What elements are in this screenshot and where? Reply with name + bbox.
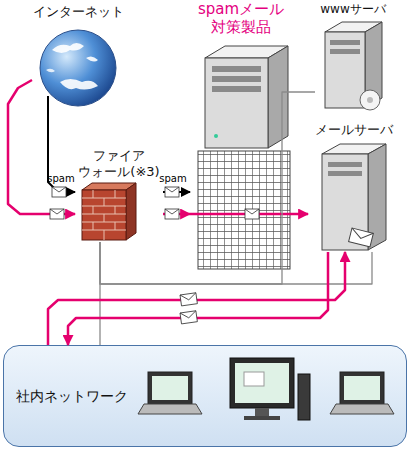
spam-flow-arrow xyxy=(48,96,75,192)
laptop-icon xyxy=(340,372,384,404)
envelope-icon xyxy=(165,187,179,192)
laptop-icon xyxy=(152,376,188,400)
spam-server-icon xyxy=(214,134,218,138)
firewall-icon xyxy=(82,190,126,240)
envelope-icon xyxy=(50,209,64,219)
web-server-icon xyxy=(367,97,373,103)
web-server-icon xyxy=(360,90,380,110)
spam-server-icon xyxy=(205,58,268,148)
edge-label: spam xyxy=(159,174,186,184)
spam-server-icon xyxy=(212,66,261,72)
web-server-icon xyxy=(330,49,360,54)
node-label: ファイア ウォール(※3) xyxy=(75,148,163,179)
laptop-icon xyxy=(148,372,192,404)
mail-flow-arrow xyxy=(292,213,308,216)
filter-mesh xyxy=(198,151,290,269)
filter-mesh xyxy=(190,151,292,269)
globe-icon xyxy=(52,43,84,53)
mail-server-icon xyxy=(350,228,373,241)
globe-icon xyxy=(46,69,55,73)
edge-group xyxy=(8,80,372,345)
spam-server-icon xyxy=(212,86,261,92)
network-wire xyxy=(100,242,372,284)
laptop-icon xyxy=(138,372,202,414)
firewall-icon xyxy=(82,190,126,240)
laptop-icon xyxy=(330,404,394,414)
envelope-icon xyxy=(165,209,179,219)
envelope-icon xyxy=(180,293,197,306)
envelope-icon xyxy=(180,311,197,319)
envelope-icon xyxy=(50,209,64,219)
globe-icon xyxy=(60,79,98,90)
node-label: spamメール 対策製品 xyxy=(190,0,292,36)
envelope-icon xyxy=(180,293,197,306)
network-wire xyxy=(100,92,315,284)
web-server-icon xyxy=(325,22,382,110)
spam-server-icon xyxy=(268,46,288,148)
web-server-icon xyxy=(330,40,360,45)
envelope-icon xyxy=(165,187,179,197)
desktop-icon xyxy=(235,363,289,403)
desktop-icon xyxy=(244,372,264,386)
spam-server-icon xyxy=(212,76,261,82)
spam-server-icon xyxy=(205,46,288,148)
laptop-icon xyxy=(330,372,394,414)
envelope-icon xyxy=(52,187,66,197)
mail-server-icon xyxy=(349,228,374,247)
envelope-icon xyxy=(52,187,66,197)
envelope-icon xyxy=(165,209,179,219)
desktop-icon xyxy=(230,358,310,420)
web-server-icon xyxy=(325,32,365,108)
desktop-icon xyxy=(255,408,269,416)
node-label: インターネット xyxy=(33,4,124,20)
envelope-icon xyxy=(245,209,259,214)
mail-flow-arrow xyxy=(68,252,328,345)
desktop-icon xyxy=(244,416,280,420)
laptop-icon xyxy=(138,404,202,414)
envelope-icon xyxy=(245,209,259,219)
envelope-icon xyxy=(180,293,197,301)
edge-label: spam xyxy=(47,174,74,184)
globe-icon xyxy=(40,30,116,106)
envelope-icon xyxy=(245,209,259,219)
laptop-icon xyxy=(344,376,380,400)
mail-server-icon xyxy=(328,162,362,167)
mail-server-icon xyxy=(328,171,362,176)
mail-server-icon xyxy=(349,228,374,247)
firewall-icon xyxy=(126,183,136,240)
envelope-icon xyxy=(180,311,197,324)
envelope-icon xyxy=(50,209,64,214)
mail-flow-arrow xyxy=(48,252,345,345)
node-label: 社内ネットワーク xyxy=(16,388,128,405)
desktop-icon xyxy=(230,358,294,408)
mail-server-icon xyxy=(322,144,386,250)
globe-icon xyxy=(40,30,116,106)
envelope-icon xyxy=(165,209,179,214)
node-label: wwwサーバ xyxy=(320,2,385,16)
firewall-icon xyxy=(82,183,136,240)
mail-flow-arrow xyxy=(8,80,75,214)
globe-icon xyxy=(86,56,98,61)
filter-mesh xyxy=(190,213,292,216)
envelope-icon xyxy=(165,187,179,197)
envelope-icon xyxy=(52,187,66,192)
desktop-icon xyxy=(298,374,310,420)
node-label: メールサーバ xyxy=(315,122,393,138)
envelope-icon xyxy=(180,311,197,324)
